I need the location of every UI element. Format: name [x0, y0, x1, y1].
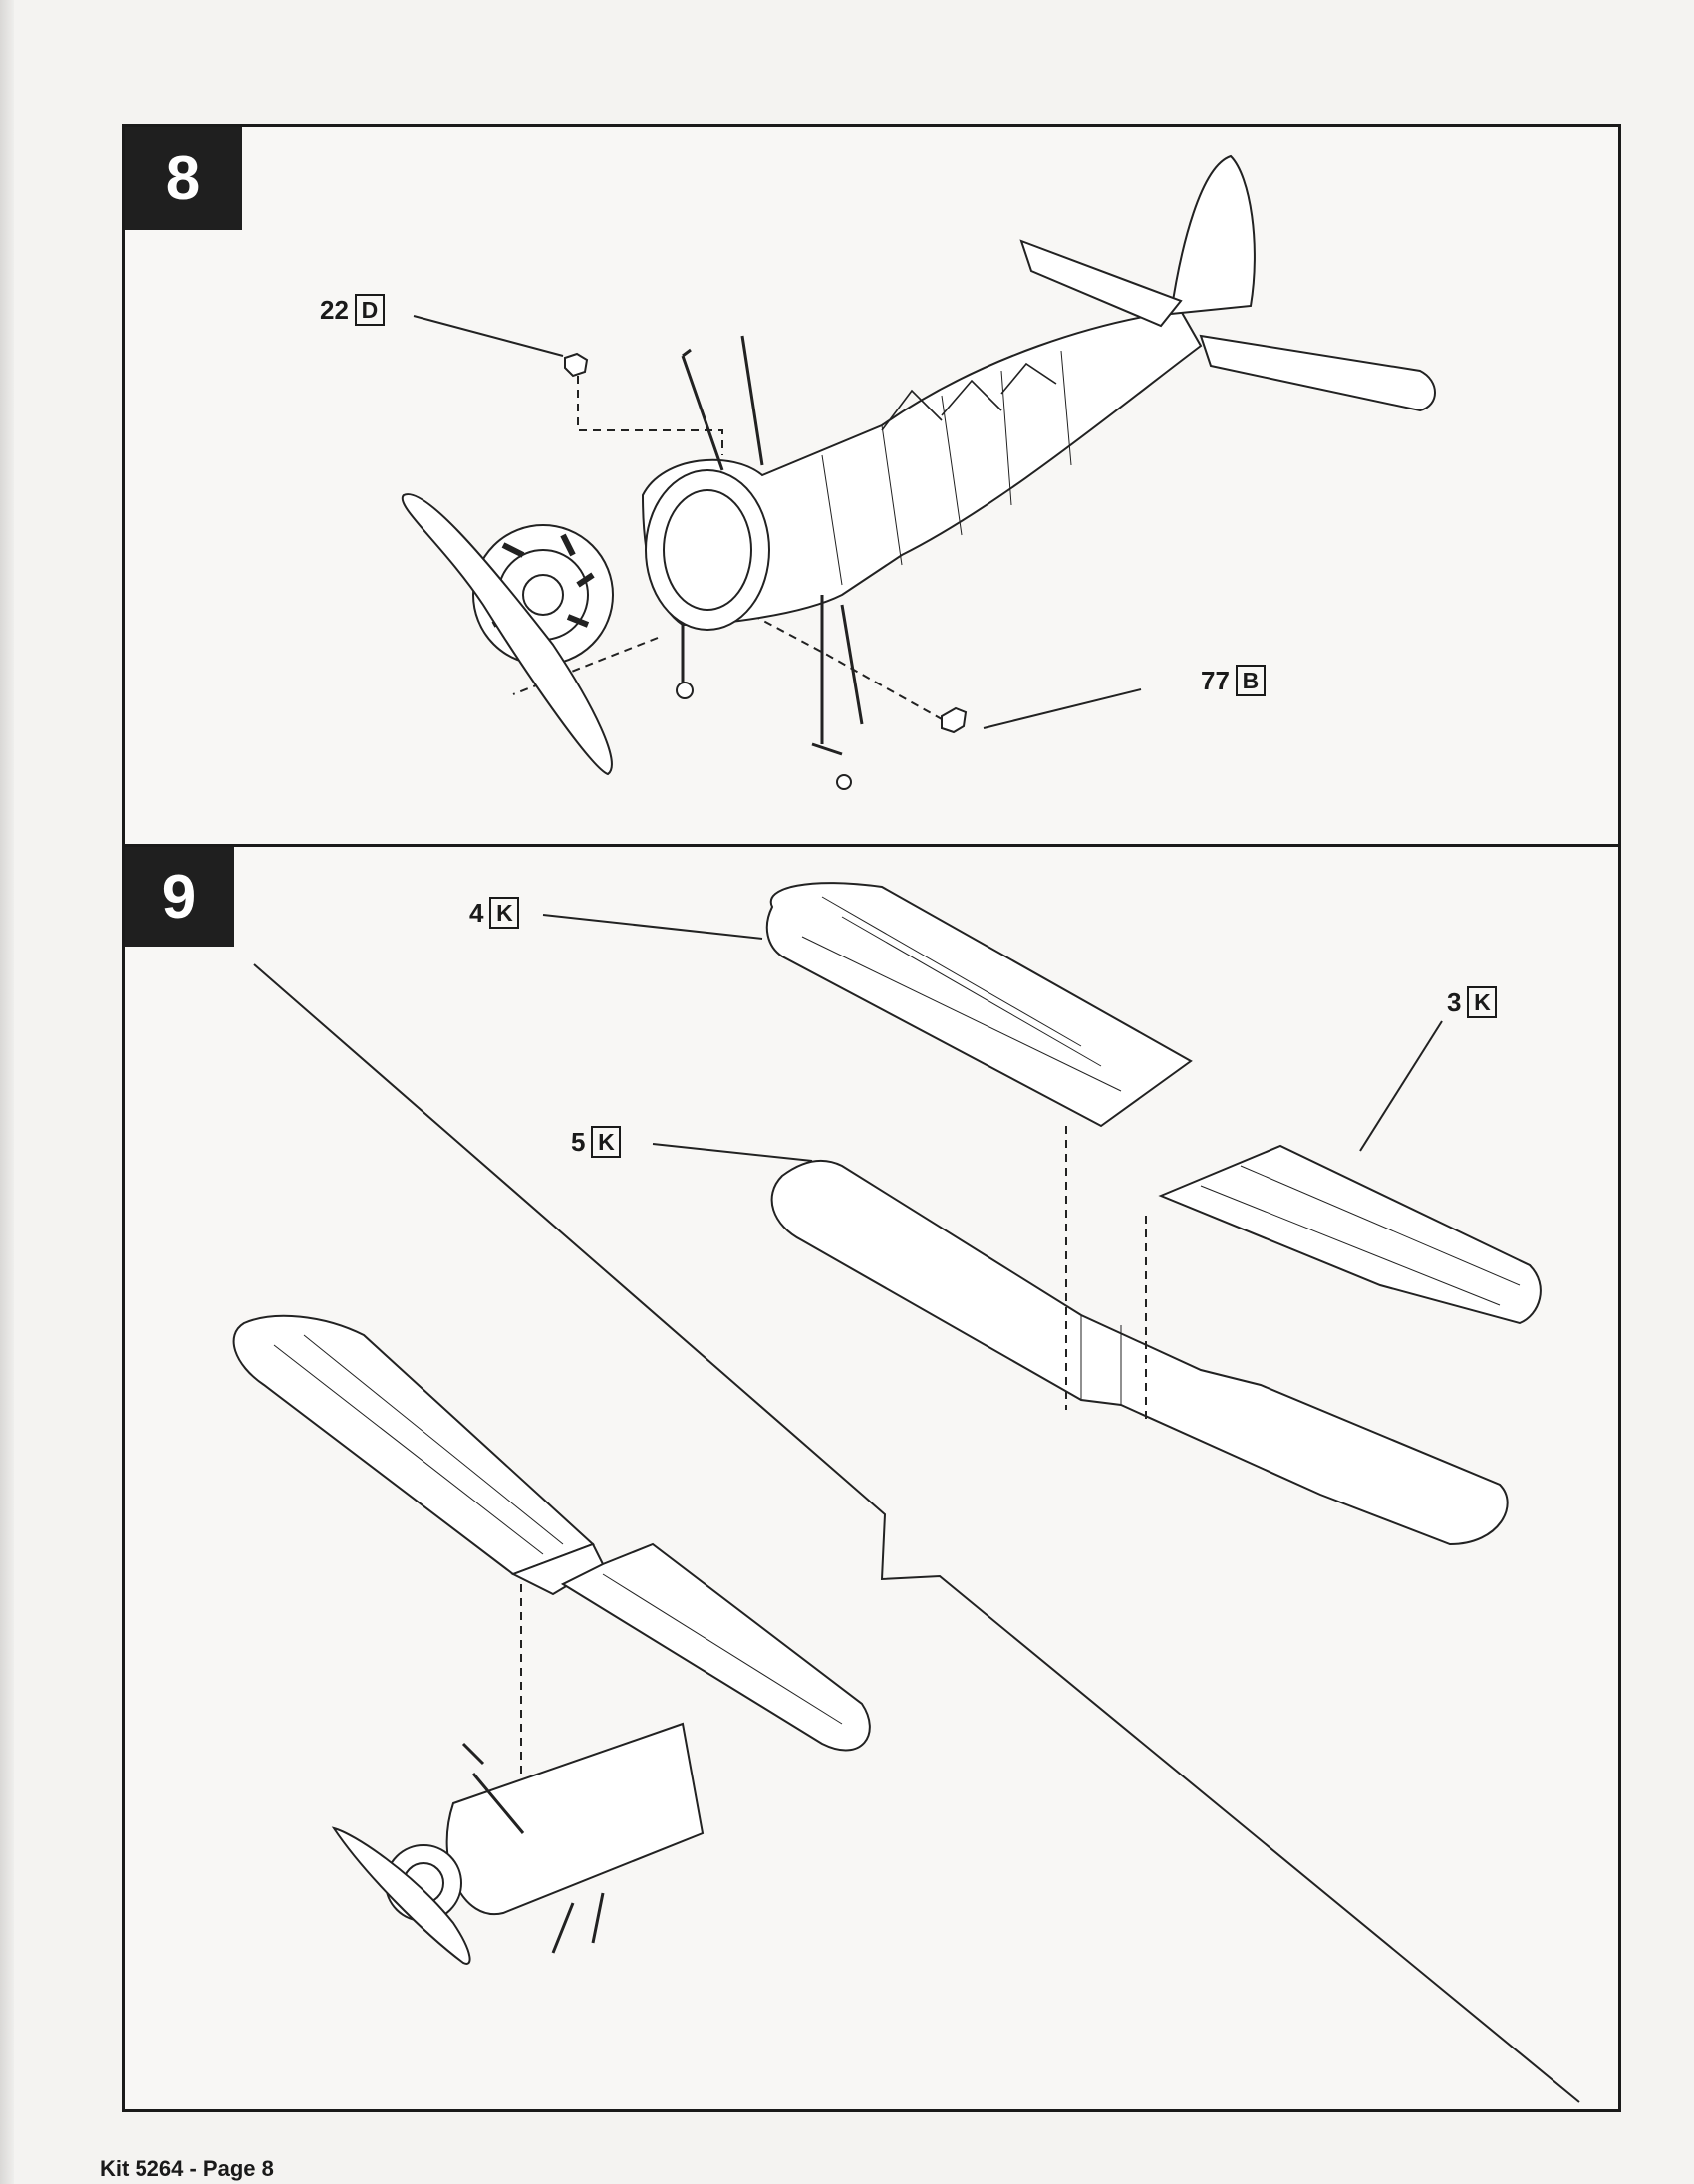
view-divider-line	[253, 963, 1580, 2103]
cowl-ring-drawing	[645, 469, 770, 631]
callout-part-3: 3 K	[1447, 986, 1498, 1018]
parts-tree-letter: K	[591, 1126, 622, 1158]
step-9-illustration	[232, 882, 1580, 2103]
step-9-panel: 9	[122, 844, 1621, 2112]
parts-tree-letter: D	[354, 294, 385, 326]
leader-line-4	[542, 914, 763, 940]
alignment-line-77	[751, 614, 943, 720]
callout-part-22: 22 D	[320, 294, 385, 326]
part-4-wing-drawing	[765, 882, 1193, 1128]
alignment-line-22	[577, 376, 723, 455]
assembled-upper-wing-right	[560, 1542, 871, 1752]
step-8-panel: 8	[122, 124, 1621, 847]
callout-part-5: 5 K	[571, 1126, 622, 1158]
leader-line-5	[652, 1143, 813, 1162]
assembled-propeller-drawing	[331, 1826, 471, 1965]
assembled-fuselage-drawing	[445, 1722, 705, 1916]
part-number: 3	[1447, 986, 1462, 1017]
step-8-illustration	[401, 154, 1436, 790]
parts-tree-letter: K	[1467, 986, 1498, 1018]
parts-tree-letter: K	[489, 897, 520, 929]
part-77-drawing	[941, 706, 968, 734]
part-number: 4	[469, 897, 484, 928]
leader-line-3	[1359, 1020, 1443, 1152]
page-binding-edge	[0, 0, 14, 2184]
tail-fin-drawing	[1169, 154, 1256, 316]
part-5-wing-drawing	[770, 1159, 1509, 1546]
step-number: 8	[125, 127, 242, 230]
propeller-drawing	[401, 493, 613, 776]
leader-line-77	[983, 688, 1142, 729]
step-number: 9	[125, 847, 234, 947]
parts-tree-letter: B	[1235, 665, 1266, 696]
page-footer: Kit 5264 - Page 8	[100, 2156, 274, 2181]
leader-line-22	[413, 315, 564, 357]
part-number: 77	[1201, 665, 1230, 695]
part-number: 22	[320, 294, 349, 325]
assembled-upper-wing-left	[232, 1314, 595, 1576]
part-22-drawing	[564, 352, 589, 378]
part-3-wing-drawing	[1158, 1144, 1542, 1325]
callout-part-77: 77 B	[1201, 665, 1266, 696]
part-number: 5	[571, 1126, 586, 1157]
callout-part-4: 4 K	[469, 897, 520, 929]
